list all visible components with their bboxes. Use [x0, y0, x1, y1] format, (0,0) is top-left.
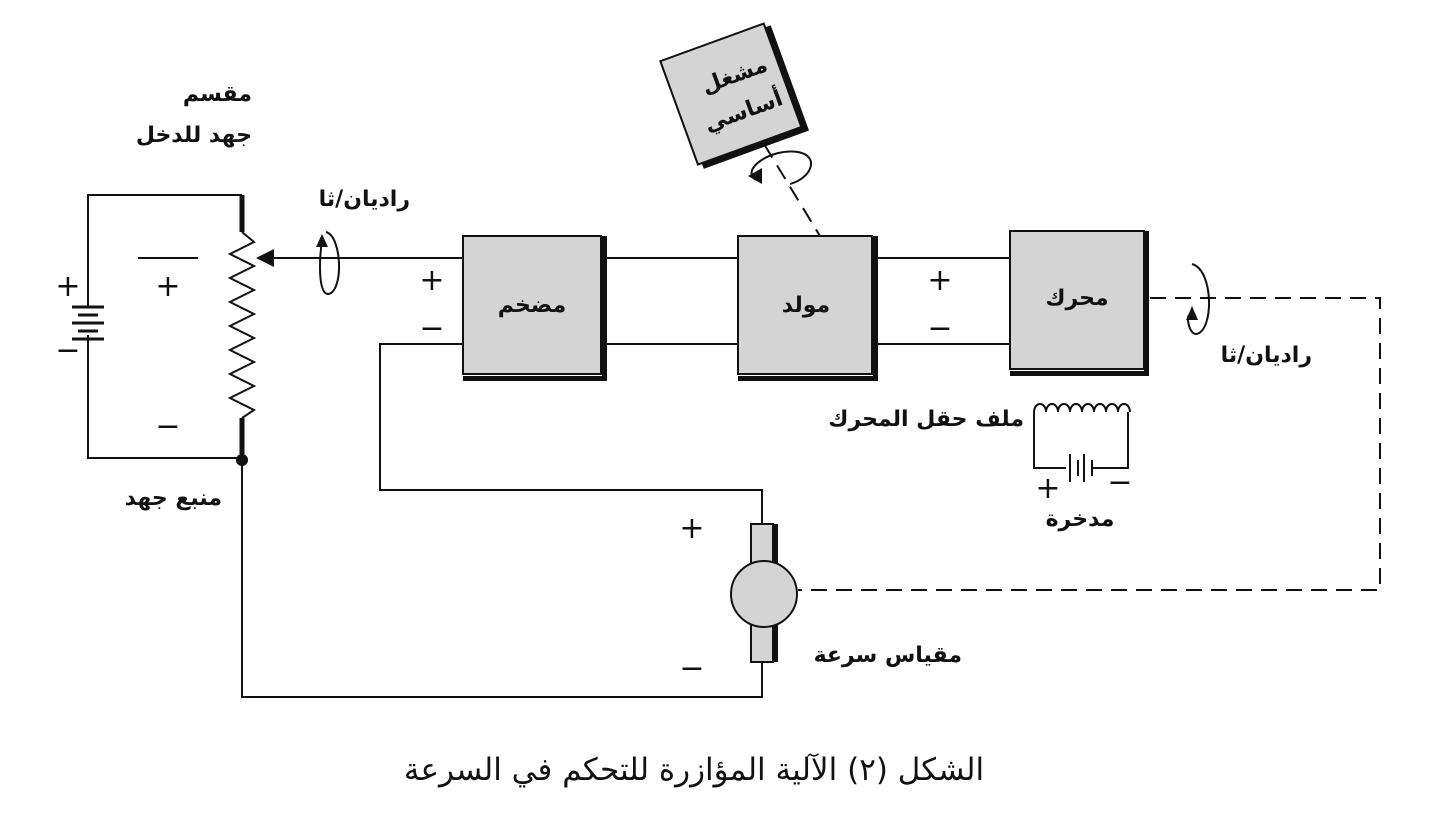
rotation-arrow-icon	[316, 234, 328, 247]
input-voltage-loop: + − + − مقسم جهد للدخل منبع جهد	[55, 82, 257, 511]
field-coil-label: ملف حقل المحرك	[828, 407, 1024, 432]
potentiometer	[227, 195, 257, 466]
pot-minus-sign: −	[155, 409, 180, 444]
amplifier-label: مضخم	[498, 293, 566, 318]
amplifier-plus-sign: +	[419, 263, 444, 298]
pot-plus-sign: +	[155, 269, 180, 304]
battery-label: مدخرة	[1046, 507, 1115, 532]
figure-caption: الشكل (٢) الآلية المؤازرة للتحكم في السر…	[404, 752, 984, 788]
tachometer-plus-sign: +	[679, 511, 704, 546]
field-coil-circuit: + − ملف حقل المحرك مدخرة	[828, 403, 1133, 532]
input-divider-label-line1: مقسم	[183, 82, 252, 107]
output-rad-s-label: راديان/ثا	[1221, 343, 1312, 368]
prime-mover-block: مشغل أساسي	[659, 22, 821, 237]
tachometer-label: مقياس سرعة	[814, 643, 962, 668]
rotation-arrow-icon	[748, 168, 762, 184]
motor-minus-sign: −	[927, 311, 952, 346]
battery-plus-sign: +	[55, 269, 80, 304]
feedback-wire-minus	[379, 343, 763, 524]
tachometer-minus-sign: −	[679, 651, 704, 686]
generator-label: مولد	[782, 293, 830, 318]
field-battery-minus-sign: −	[1107, 465, 1132, 500]
input-divider-label-line2: جهد للدخل	[136, 123, 252, 148]
motor-label: محرك	[1045, 286, 1108, 311]
junction-dot	[236, 454, 248, 466]
input-rad-s-label: راديان/ثا	[319, 187, 410, 212]
amplifier-minus-sign: −	[419, 311, 444, 346]
tachometer: + − مقياس سرعة	[679, 511, 962, 686]
rotation-arrow-icon	[1186, 306, 1198, 320]
voltage-source-label: منبع جهد	[125, 486, 222, 511]
feedback-shaft	[798, 297, 1381, 591]
battery-minus-sign: −	[55, 333, 80, 368]
return-wire	[241, 464, 763, 698]
wiper-arrow	[256, 249, 274, 267]
field-battery-plus-sign: +	[1035, 471, 1060, 506]
battery-symbol	[72, 305, 104, 341]
motor-plus-sign: +	[927, 263, 952, 298]
amplifier-block: مضخم + −	[419, 235, 607, 381]
generator-block: مولد	[737, 235, 878, 381]
motor-block: محرك	[1009, 230, 1149, 376]
input-shaft: راديان/ثا	[256, 187, 463, 296]
